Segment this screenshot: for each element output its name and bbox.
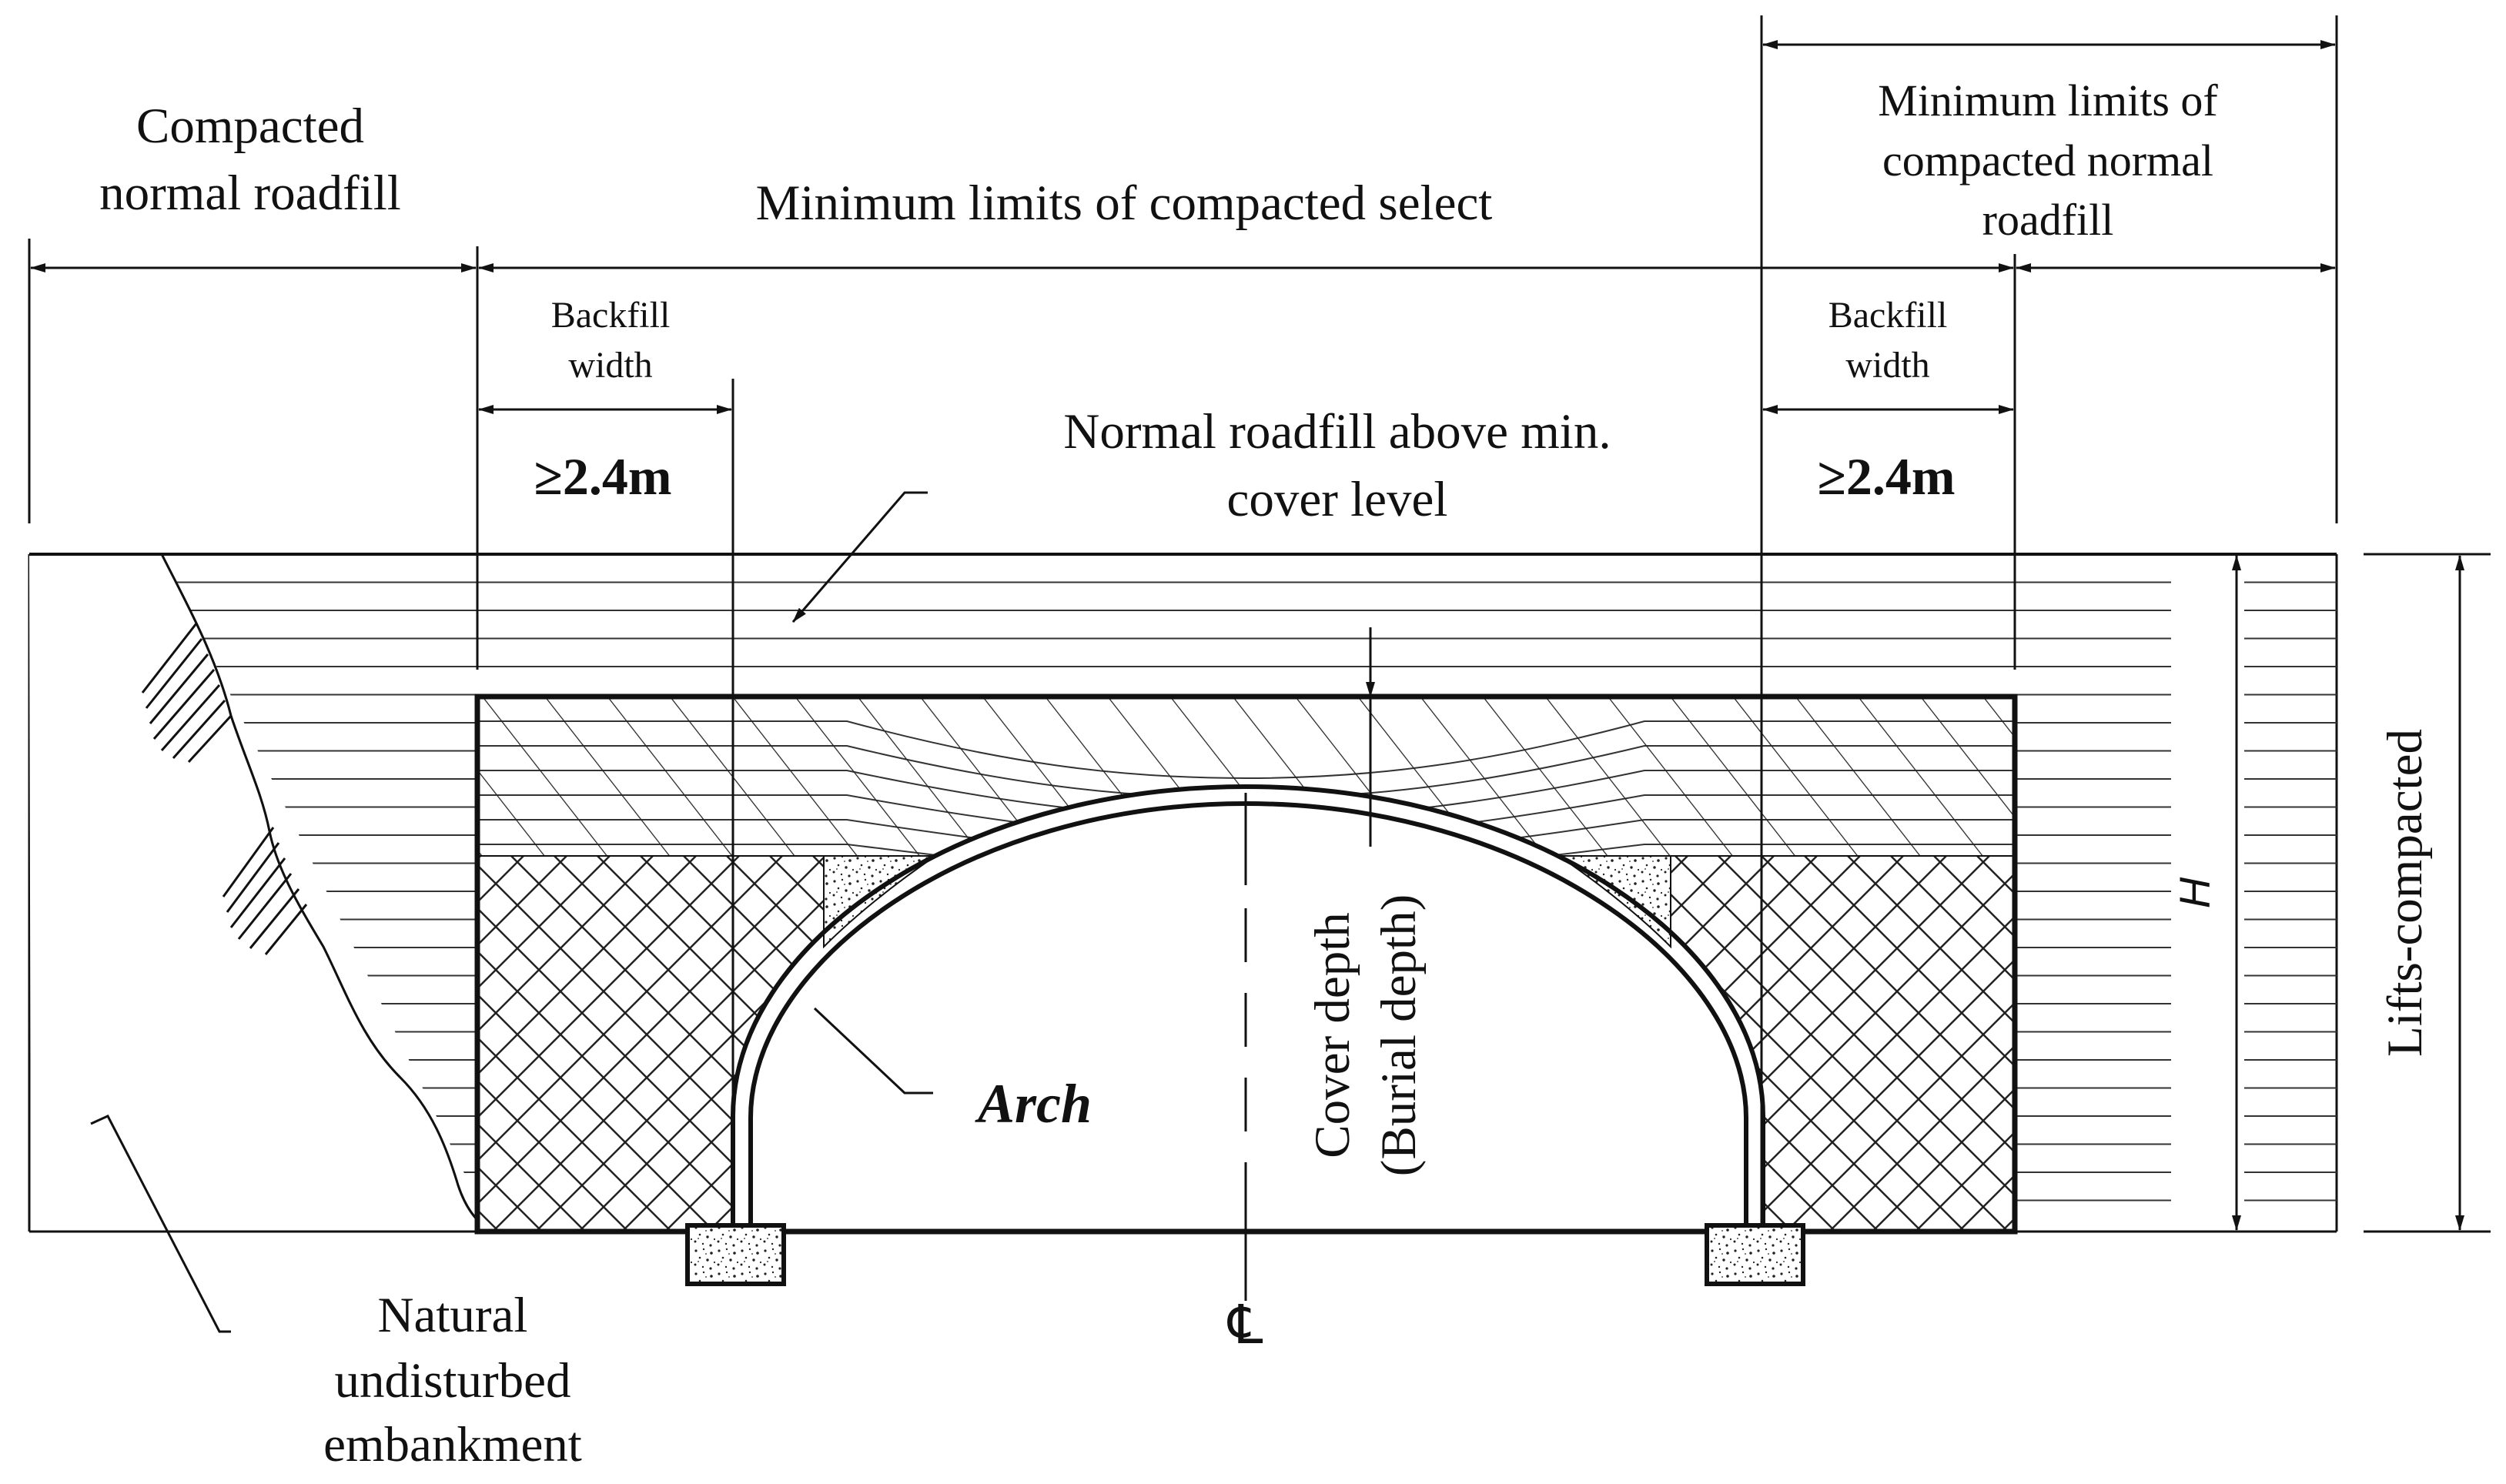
label-compacted-normal-roadfill-1: Compacted — [136, 99, 364, 154]
label-backfill-right-2: width — [1845, 345, 1929, 386]
label-width-left: ≥2.4m — [534, 447, 672, 506]
label-arch: Arch — [975, 1073, 1092, 1135]
label-normal-above-1: Normal roadfill above min. — [1063, 404, 1611, 460]
labels: Compacted normal roadfill Minimum limits… — [99, 75, 2433, 1472]
label-backfill-right-1: Backfill — [1828, 295, 1948, 336]
label-lifts-compacted: Lifts-compacted — [2377, 729, 2433, 1057]
label-cover-depth-2: (Burial depth) — [1371, 894, 1427, 1176]
label-min-limits-normal-1: Minimum limits of — [1878, 75, 2218, 125]
natural-embankment-slope — [29, 553, 494, 1333]
label-cover-depth-1: Cover depth — [1305, 912, 1360, 1158]
right-footing — [1705, 1223, 1805, 1286]
label-normal-above-2: cover level — [1227, 472, 1448, 527]
label-compacted-normal-roadfill-2: normal roadfill — [99, 165, 401, 221]
label-min-limits-normal-3: roadfill — [1982, 195, 2114, 245]
label-min-limits-normal-2: compacted normal — [1882, 135, 2213, 186]
centerline-symbol: ℄ — [1227, 1296, 1263, 1355]
label-backfill-left-1: Backfill — [551, 295, 671, 336]
label-height: H — [2170, 877, 2219, 908]
label-natural-3: embankment — [323, 1417, 582, 1472]
label-backfill-left-2: width — [568, 345, 652, 386]
label-natural-2: undisturbed — [335, 1353, 571, 1409]
label-width-right: ≥2.4m — [1818, 447, 1956, 506]
centerline: ℄ — [1227, 793, 1263, 1355]
extension-lines — [28, 15, 2491, 1233]
label-min-limits-select: Minimum limits of compacted select — [756, 175, 1493, 231]
left-footing — [685, 1223, 786, 1286]
compacted-select-zone — [474, 694, 2018, 1235]
dimension-lines — [30, 40, 2464, 1231]
label-natural-1: Natural — [378, 1288, 528, 1343]
